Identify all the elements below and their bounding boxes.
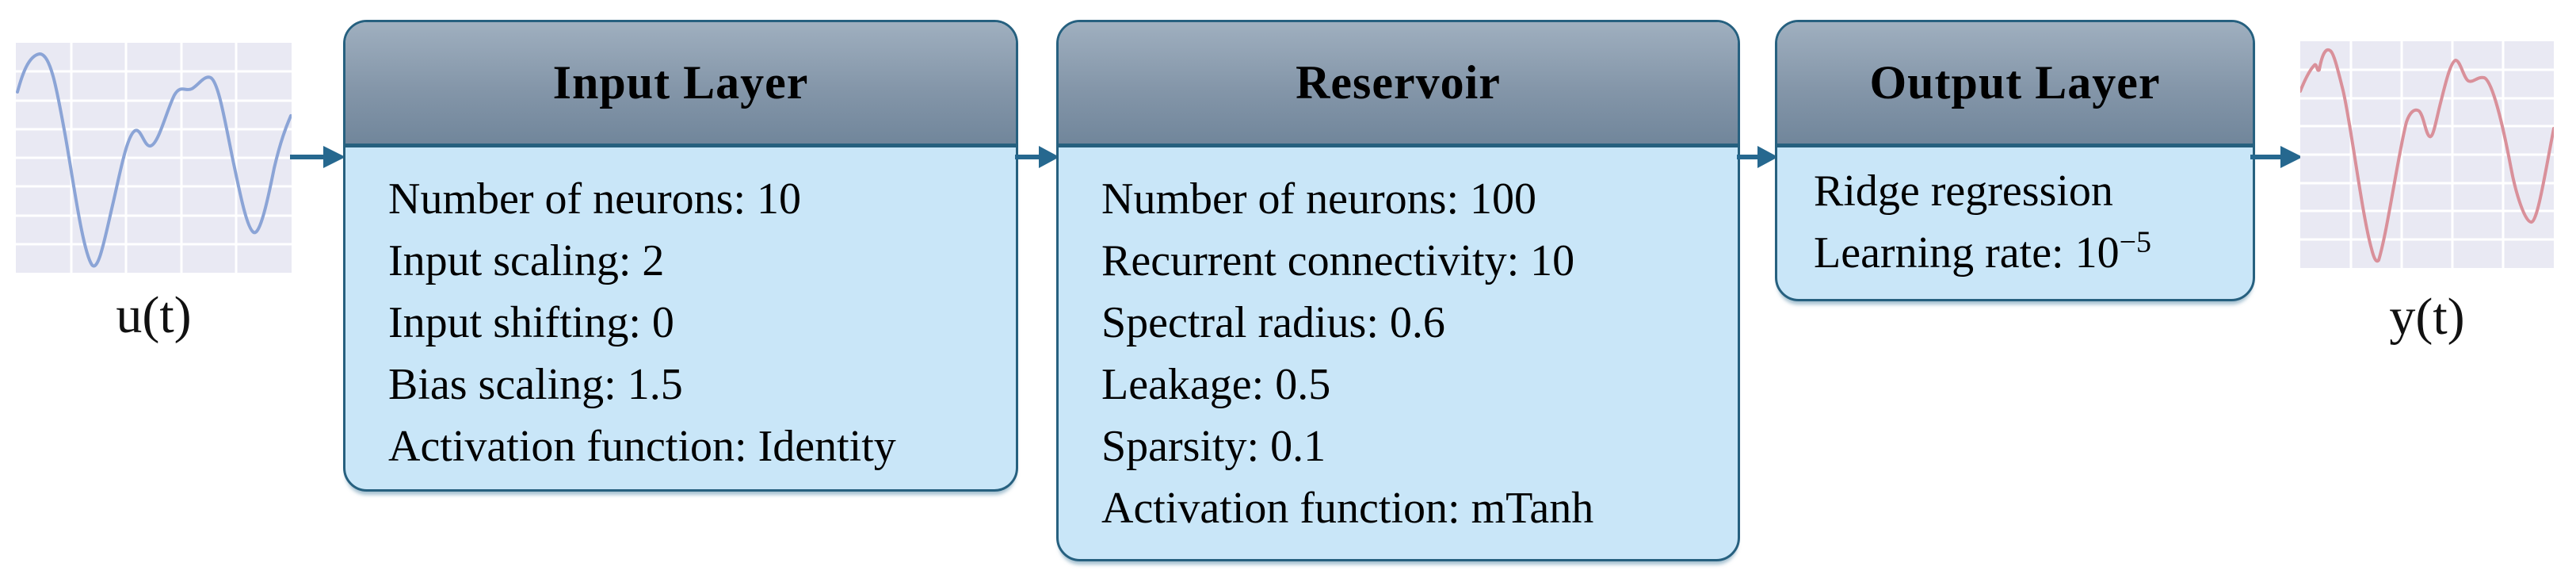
reservoir-body: Number of neurons: 100 Recurrent connect…: [1059, 147, 1738, 539]
arrow-inputlayer-to-reservoir: [1015, 146, 1059, 168]
output-layer-body: Ridge regression Learning rate: 10−5: [1777, 147, 2253, 284]
arrow-outputlayer-to-output: [2250, 146, 2303, 168]
param-activation-function: Activation function: Identity: [388, 422, 896, 471]
param-learning-rate: Learning rate: 10−5: [1814, 222, 2229, 284]
input-signal-plot: [16, 43, 292, 273]
param-bias-scaling: Bias scaling: 1.5: [388, 360, 683, 409]
output-signal-label: y(t): [2389, 288, 2465, 346]
output-signal-plot: [2300, 41, 2554, 268]
input-layer-title: Input Layer: [552, 56, 809, 109]
input-waveform-line: [16, 52, 292, 268]
param-sparsity: Sparsity: 0.1: [1101, 422, 1326, 471]
param-input-shifting: Input shifting: 0: [388, 298, 674, 347]
reservoir-title: Reservoir: [1296, 56, 1501, 109]
param-activation-function: Activation function: mTanh: [1101, 484, 1594, 533]
param-number-of-neurons: Number of neurons: 100: [1101, 174, 1537, 224]
output-layer-header: Output Layer: [1777, 22, 2253, 147]
input-layer-header: Input Layer: [345, 22, 1016, 147]
input-layer-box: Input Layer Number of neurons: 10 Input …: [343, 20, 1018, 492]
arrow-reservoir-to-outputlayer: [1737, 146, 1778, 168]
output-layer-title: Output Layer: [1869, 56, 2161, 109]
param-number-of-neurons: Number of neurons: 10: [388, 174, 802, 224]
reservoir-header: Reservoir: [1059, 22, 1738, 147]
param-input-scaling: Input scaling: 2: [388, 236, 665, 285]
arrow-input-to-inputlayer: [290, 146, 345, 168]
output-waveform-line: [2300, 48, 2554, 263]
output-layer-box: Output Layer Ridge regression Learning r…: [1775, 20, 2255, 301]
plot-gridlines: [2300, 41, 2554, 268]
param-ridge-regression: Ridge regression: [1814, 167, 2113, 216]
learning-rate-exponent: −5: [2119, 225, 2152, 259]
param-leakage: Leakage: 0.5: [1101, 360, 1331, 409]
input-layer-body: Number of neurons: 10 Input scaling: 2 I…: [345, 147, 1016, 477]
learning-rate-base: Learning rate: 10: [1814, 228, 2120, 278]
param-recurrent-connectivity: Recurrent connectivity: 10: [1101, 236, 1575, 285]
reservoir-box: Reservoir Number of neurons: 100 Recurre…: [1056, 20, 1740, 561]
input-signal-label: u(t): [116, 286, 192, 344]
param-spectral-radius: Spectral radius: 0.6: [1101, 298, 1445, 347]
